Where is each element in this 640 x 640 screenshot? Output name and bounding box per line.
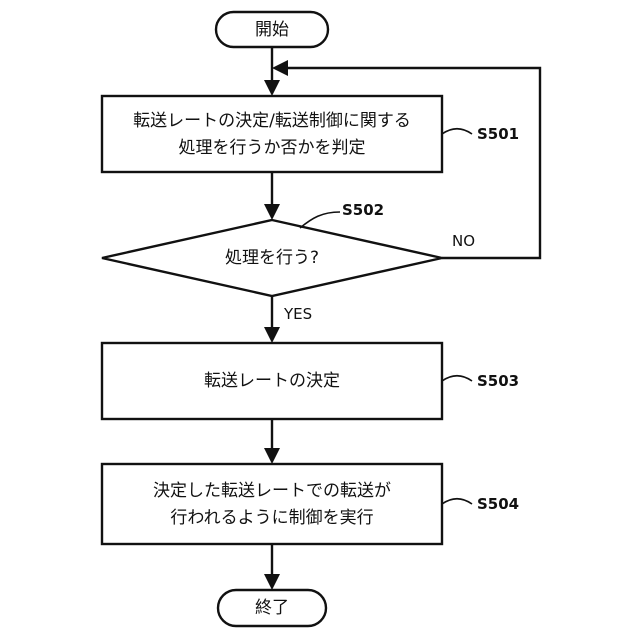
- process-s504: 決定した転送レートでの転送が 行われるように制御を実行: [102, 464, 442, 544]
- step-id-s503: S503: [477, 372, 519, 390]
- arrowhead: [264, 574, 280, 590]
- connector-s501-to-s502: [264, 172, 280, 220]
- process-s503-line-1: 転送レートの決定: [204, 371, 340, 391]
- leader-line-s502: [300, 212, 340, 228]
- end-label: 終了: [255, 598, 289, 618]
- step-label-s502: S502: [300, 201, 384, 228]
- step-id-s501: S501: [477, 125, 519, 143]
- connector-start-to-s501: [264, 47, 280, 96]
- arrowhead: [264, 204, 280, 220]
- branch-yes-label: YES: [283, 305, 312, 323]
- branch-no-label: NO: [452, 232, 475, 250]
- process-s503: 転送レートの決定: [102, 343, 442, 419]
- decision-s502: 処理を行う?: [102, 220, 442, 296]
- process-s501-line-1: 転送レートの決定/転送制御に関する: [133, 111, 411, 131]
- process-s504-line-1: 決定した転送レートでの転送が: [153, 481, 391, 501]
- leader-line-s501: [442, 129, 472, 134]
- step-label-s504: S504: [442, 495, 519, 513]
- process-s501-box: [102, 96, 442, 172]
- process-s504-line-2: 行われるように制御を実行: [170, 508, 373, 528]
- start-label: 開始: [255, 20, 289, 40]
- process-s501-line-2: 処理を行うか否かを判定: [179, 138, 366, 158]
- connector-s504-to-end: [264, 544, 280, 590]
- leader-line-s503: [442, 376, 472, 381]
- step-label-s501: S501: [442, 125, 519, 143]
- arrowhead: [264, 448, 280, 464]
- end-terminal: 終了: [218, 590, 326, 626]
- arrowhead: [264, 327, 280, 343]
- process-s504-box: [102, 464, 442, 544]
- arrowhead: [264, 80, 280, 96]
- connector-s503-to-s504: [264, 419, 280, 464]
- step-label-s503: S503: [442, 372, 519, 390]
- decision-s502-question: 処理を行う?: [225, 248, 319, 268]
- arrowhead: [272, 60, 288, 76]
- leader-line-s504: [442, 499, 472, 504]
- step-id-s504: S504: [477, 495, 519, 513]
- connector-yes-branch: YES: [264, 296, 312, 343]
- process-s501: 転送レートの決定/転送制御に関する 処理を行うか否かを判定: [102, 96, 442, 172]
- start-terminal: 開始: [216, 12, 328, 47]
- step-id-s502: S502: [342, 201, 384, 219]
